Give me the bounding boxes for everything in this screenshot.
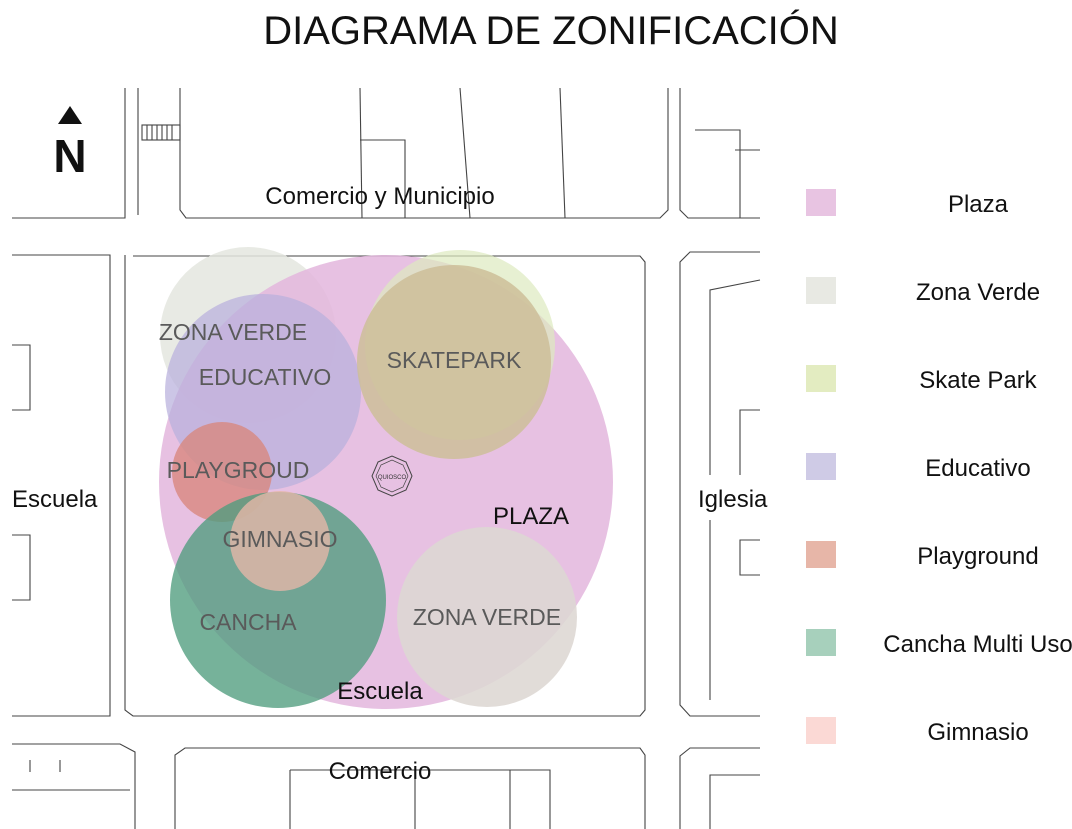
legend-swatch [806,541,836,568]
street-linework [12,87,761,829]
legend-label: Zona Verde [916,279,1040,306]
zone-label-plaza: PLAZA [493,503,569,530]
street-label-west: Escuela [12,486,98,513]
zone-label-educativo: EDUCATIVO [199,364,331,390]
street-label-north: Comercio y Municipio [265,183,494,210]
zones-layer [159,247,613,709]
kiosk-label: QUIOSCO [378,475,407,481]
svg-text:N: N [53,130,86,182]
street-label-south-inner: Escuela [337,678,423,705]
legend-label: Cancha Multi Uso [883,631,1072,658]
legend-label: Gimnasio [927,719,1028,746]
legend-label: Playground [917,543,1038,570]
zone-circle-skatepark [357,265,551,459]
legend-label: Skate Park [919,367,1037,394]
zone-label-cancha: CANCHA [199,609,297,635]
legend-swatch [806,189,836,216]
legend-swatch [806,629,836,656]
zone-label-gimnasio: GIMNASIO [222,526,337,552]
kiosk: QUIOSCO [371,455,413,497]
legend-label: Plaza [948,191,1009,218]
legend-swatch [806,365,836,392]
zone-label-zona-verde-nw: ZONA VERDE [159,319,307,345]
zone-label-playground: PLAYGROUD [167,457,310,483]
legend-label: Educativo [925,455,1030,482]
street-label-east: Iglesia [698,486,768,513]
legend-swatch [806,717,836,744]
zone-label-zona-verde-se: ZONA VERDE [413,604,561,630]
north-arrow-icon: N [53,106,87,182]
legend-swatch [806,453,836,480]
zone-circle-gimnasio [230,491,330,591]
diagram-title: DIAGRAMA DE ZONIFICACIÓN [263,8,839,53]
zone-circle-cancha [170,492,386,708]
zone-label-skatepark: SKATEPARK [387,347,522,373]
street-label-south: Comercio [329,758,432,785]
legend-swatch [806,277,836,304]
zone-circle-zona-verde-se [397,527,577,707]
